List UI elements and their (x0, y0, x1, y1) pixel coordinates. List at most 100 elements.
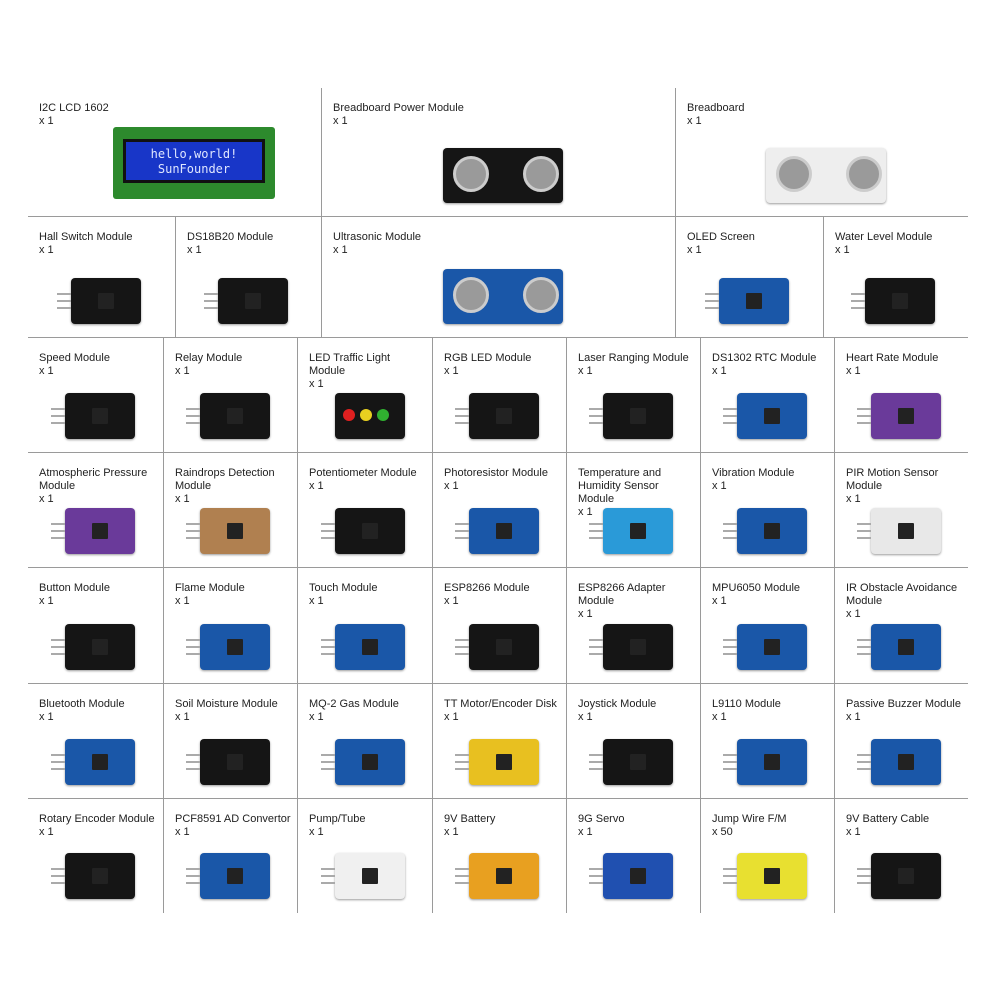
item-name: OLED Screen (687, 231, 755, 243)
item-quantity: x 1 (578, 711, 593, 723)
item-name: Vibration Module (712, 467, 795, 479)
item-name: Jump Wire F/M (712, 813, 787, 825)
i2c-lcd-1602-image: hello,world!SunFounder (113, 127, 275, 199)
pir-motion-sensor-module-image (856, 508, 941, 554)
item-name: Photoresistor Module (444, 467, 548, 479)
speed-module-image (51, 393, 135, 439)
item-quantity: x 1 (712, 595, 727, 607)
item-quantity: x 1 (846, 608, 861, 620)
item-quantity: x 1 (578, 365, 593, 377)
item-name: Atmospheric Pressure Module (39, 467, 148, 492)
item-quantity: x 1 (846, 711, 861, 723)
potentiometer-module-image (320, 508, 405, 554)
tt-motor-encoder-disk-image (455, 739, 539, 785)
item-quantity: x 1 (39, 826, 54, 838)
joystick-module-image (589, 739, 673, 785)
item-quantity: x 1 (39, 493, 54, 505)
item-quantity: x 1 (175, 595, 190, 607)
esp8266-adapter-module-image (589, 624, 673, 670)
hall-switch-module-image (57, 278, 141, 324)
9v-battery-image (455, 853, 539, 899)
heart-rate-module-image (856, 393, 941, 439)
item-quantity: x 1 (39, 595, 54, 607)
item-quantity: x 1 (578, 506, 593, 518)
breadboard-power-module-image (443, 148, 563, 203)
item-quantity: x 1 (309, 595, 324, 607)
raindrops-detection-module-image (186, 508, 270, 554)
item-name: ESP8266 Adapter Module (578, 582, 666, 607)
item-quantity: x 1 (712, 711, 727, 723)
item-quantity: x 1 (39, 365, 54, 377)
item-name: Button Module (39, 582, 110, 594)
item-name: Flame Module (175, 582, 245, 594)
touch-module-image (320, 624, 405, 670)
item-quantity: x 1 (846, 826, 861, 838)
water-level-module-image (851, 278, 935, 324)
led-traffic-light-module-image (334, 393, 405, 439)
item-name: Relay Module (175, 352, 243, 364)
item-name: Speed Module (39, 352, 110, 364)
item-quantity: x 1 (309, 378, 324, 390)
item-quantity: x 1 (712, 365, 727, 377)
item-quantity: x 1 (712, 480, 727, 492)
item-name: Ultrasonic Module (333, 231, 422, 243)
item-quantity: x 1 (187, 244, 202, 256)
item-quantity: x 1 (175, 711, 190, 723)
item-name: Bluetooth Module (39, 698, 125, 710)
vibration-module-image (723, 508, 807, 554)
mpu6050-module-image (723, 624, 807, 670)
item-quantity: x 1 (309, 480, 324, 492)
item-name: Raindrops Detection Module (175, 467, 275, 492)
item-name: 9V Battery Cable (846, 813, 930, 825)
item-quantity: x 1 (444, 365, 459, 377)
item-name: DS1302 RTC Module (712, 352, 817, 364)
item-quantity: x 1 (687, 244, 702, 256)
item-name: 9G Servo (578, 813, 625, 825)
mq-2-gas-module-image (320, 739, 405, 785)
item-quantity: x 1 (175, 826, 190, 838)
item-quantity: x 1 (309, 826, 324, 838)
item-quantity: x 1 (846, 493, 861, 505)
